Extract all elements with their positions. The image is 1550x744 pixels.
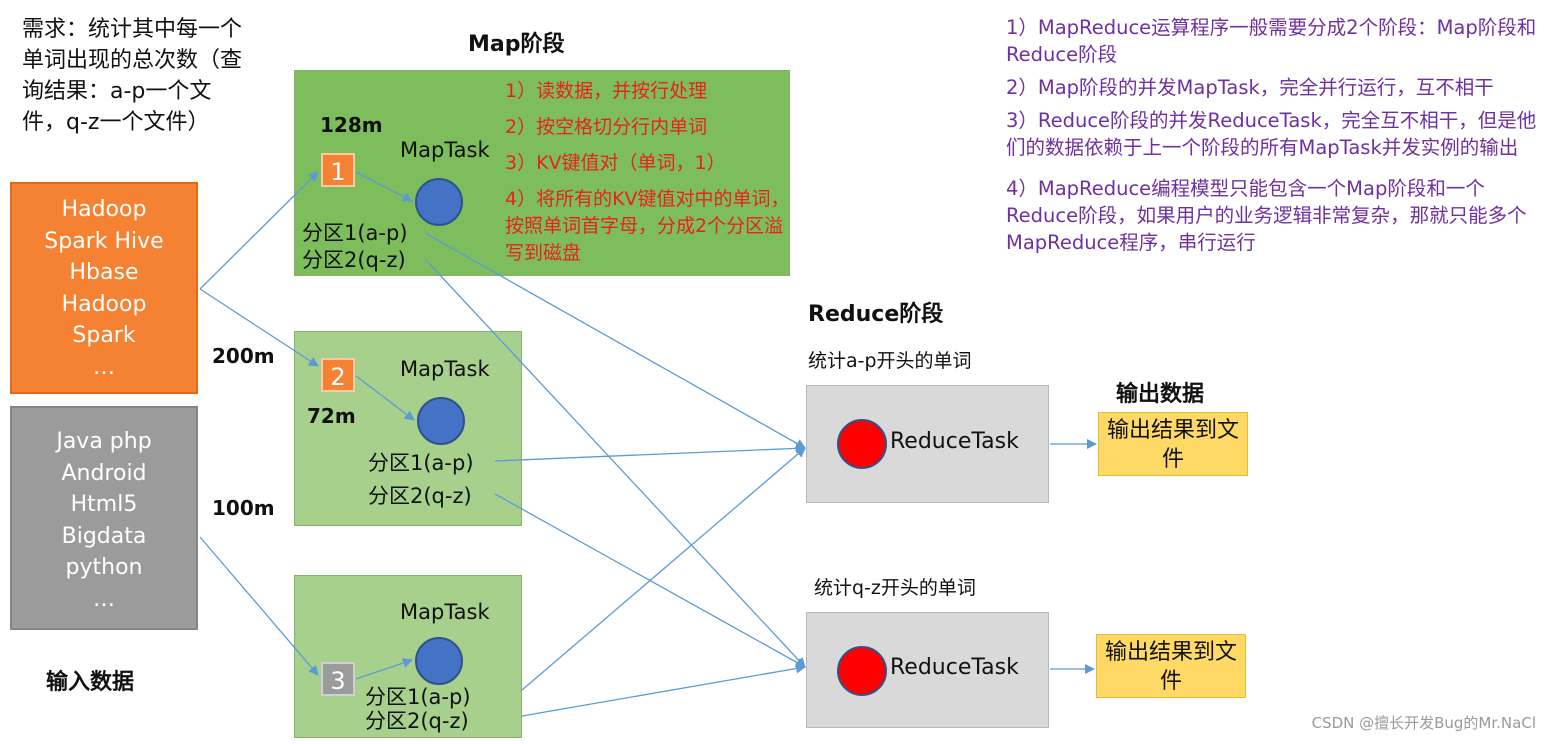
arrow-split-3-to-maptask xyxy=(355,658,413,680)
map-step: 1）读数据，并按行处理 xyxy=(505,80,708,102)
arrow-map3-p1-to-reduce1 xyxy=(521,447,806,691)
input-word: Hadoop xyxy=(61,291,147,317)
arrow-map1-p2-to-reduce2 xyxy=(424,258,806,668)
map-step: 4）将所有的KV键值对中的单词，按照单词首字母，分成2个分区溢写到磁盘 xyxy=(505,188,790,264)
reduce-group-2-label: 统计q-z开头的单词 xyxy=(814,577,976,599)
maptask-3-circle xyxy=(415,637,463,685)
split-1-size: 128m xyxy=(320,113,383,137)
input-word: Spark Hive xyxy=(44,228,164,254)
arrow-map1-p1-to-reduce1 xyxy=(424,232,806,449)
arrow-map2-p1-to-reduce1 xyxy=(494,443,806,462)
map-steps: 1）读数据，并按行处理 2）按空格切分行内单词 3）KV键值对（单词，1） 4）… xyxy=(505,78,795,267)
input-file-2: Java php Android Html5 Bigdata python … xyxy=(10,406,198,630)
input-word: Bigdata xyxy=(61,523,147,549)
arrow-split-1-to-maptask xyxy=(355,171,413,202)
input-word: Hadoop xyxy=(61,197,147,222)
maptask-3-label: MapTask xyxy=(400,600,490,624)
reducetask-2-circle xyxy=(837,646,887,696)
input-word: python xyxy=(65,555,143,580)
input-word: … xyxy=(93,586,115,612)
map-task-panel-2 xyxy=(294,331,522,526)
maptask-1-label: MapTask xyxy=(400,138,490,162)
note-item: 4）MapReduce编程模型只能包含一个Map阶段和一个Reduce阶段，如果… xyxy=(1006,177,1527,254)
maptask-3-partition-2: 分区2(q-z) xyxy=(365,709,469,733)
reduce-stage-title: Reduce阶段 xyxy=(808,302,944,327)
file-1-size: 200m xyxy=(212,344,275,368)
output-data-title: 输出数据 xyxy=(1116,382,1205,407)
note-item: 2）Map阶段的并发MapTask，完全并行运行，互不相干 xyxy=(1006,76,1494,99)
split-2-size: 72m xyxy=(307,404,356,428)
arrow-input-to-split-3 xyxy=(199,536,319,676)
map-step: 2）按空格切分行内单词 xyxy=(505,116,708,138)
input-data-label: 输入数据 xyxy=(46,670,135,695)
split-1-box: 1 xyxy=(321,153,355,187)
input-word: Hbase xyxy=(69,260,139,285)
maptask-2-partition-2: 分区2(q-z) xyxy=(368,484,472,508)
notes-panel: 1）MapReduce运算程序一般需要分成2个阶段：Map阶段和Reduce阶段… xyxy=(1006,14,1541,262)
input-word: … xyxy=(93,354,115,380)
output-file-2: 输出结果到文件 xyxy=(1096,634,1246,698)
input-word: Java php xyxy=(56,429,152,454)
maptask-2-label: MapTask xyxy=(400,357,490,381)
maptask-1-partition-2: 分区2(q-z) xyxy=(302,248,406,272)
requirement-text: 需求：统计其中每一个单词出现的总次数（查询结果：a-p一个文件，q-z一个文件） xyxy=(22,17,243,135)
maptask-3-partition-1: 分区1(a-p) xyxy=(365,685,471,709)
reducetask-1-label: ReduceTask xyxy=(890,429,1019,454)
maptask-2-partition-1: 分区1(a-p) xyxy=(368,451,474,475)
input-word: Spark xyxy=(72,323,136,348)
note-item: 1）MapReduce运算程序一般需要分成2个阶段：Map阶段和Reduce阶段 xyxy=(1006,16,1537,66)
reduce-group-1-label: 统计a-p开头的单词 xyxy=(808,350,972,372)
split-3-box: 3 xyxy=(321,662,355,696)
output-file-1: 输出结果到文件 xyxy=(1098,412,1248,476)
arrow-split-2-to-maptask xyxy=(355,375,415,421)
arrow-input-to-split-1 xyxy=(199,171,319,290)
map-step: 3）KV键值对（单词，1） xyxy=(505,152,726,174)
file-2-size: 100m xyxy=(212,496,275,520)
input-word: Android xyxy=(61,460,147,486)
arrow-map3-p2-to-reduce2 xyxy=(521,663,806,717)
split-2-box: 2 xyxy=(321,358,355,392)
reducetask-1-circle xyxy=(837,419,887,469)
note-item: 3）Reduce阶段的并发ReduceTask，完全互不相干，但是他们的数据依赖… xyxy=(1006,109,1537,159)
watermark: CSDN @擅长开发Bug的Mr.NaCl xyxy=(1311,714,1536,732)
maptask-1-partition-1: 分区1(a-p) xyxy=(302,221,408,245)
reducetask-2-label: ReduceTask xyxy=(890,655,1019,680)
maptask-2-circle xyxy=(417,397,465,445)
input-file-1: Hadoop Spark Hive Hbase Hadoop Spark … xyxy=(10,182,198,394)
map-task-panel-3 xyxy=(294,575,522,738)
maptask-1-circle xyxy=(415,178,463,226)
map-task-panel-1 xyxy=(294,70,790,276)
arrow-input-to-split-2 xyxy=(199,288,319,367)
input-word: Html5 xyxy=(70,492,138,517)
map-stage-title: Map阶段 xyxy=(468,32,565,57)
